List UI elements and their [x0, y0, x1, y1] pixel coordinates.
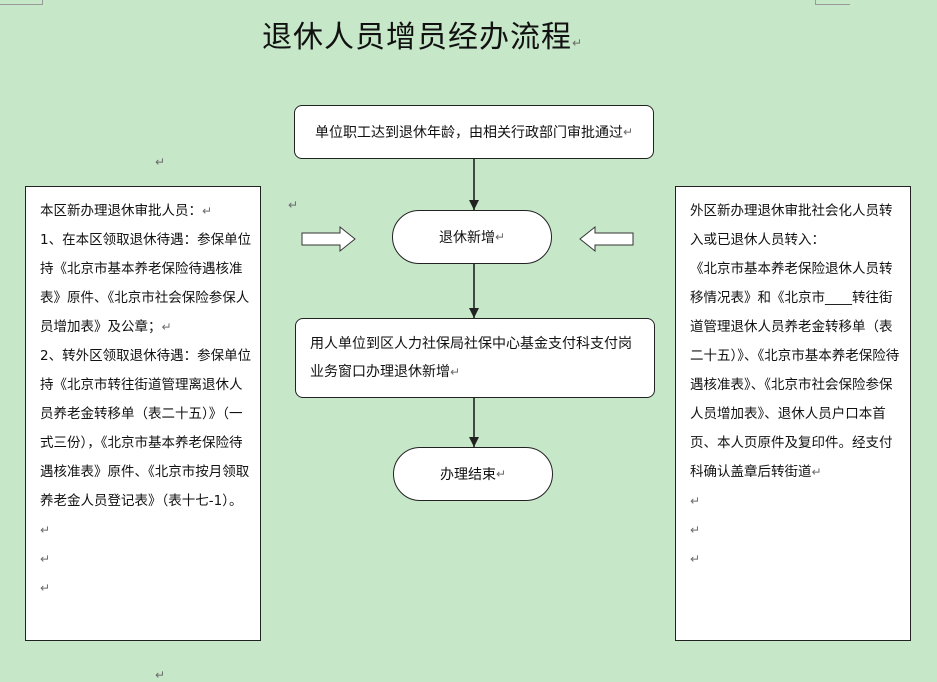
flow-step-3-text: 用人单位到区人力社保局社保中心基金支付科支付岗业务窗口办理退休新增: [310, 336, 632, 380]
flow-step-2-pill: 退休新增↵: [392, 210, 552, 264]
paragraph-mark: ↵: [450, 365, 461, 379]
paragraph-mark: ↵: [572, 36, 584, 50]
page-title: 退休人员增员经办流程↵: [262, 12, 583, 56]
flow-step-4-text: 办理结束: [439, 467, 496, 483]
flow-step-1-text: 单位职工达到退休年龄，由相关行政部门审批通过: [314, 125, 623, 141]
left-info-line: 1、在本区领取退休待遇：参保单位持《北京市基本养老保险待遇核准表》原件、《北京市…: [40, 232, 252, 335]
arrowhead-step2: [469, 200, 479, 210]
paragraph-mark: ↵: [622, 125, 634, 139]
block-arrow-left: [579, 225, 634, 253]
paragraph-mark: ↵: [494, 230, 506, 244]
paragraph-mark: ↵: [155, 668, 166, 682]
left-info-line: 2、转外区领取退休待遇：参保单位持《北京市转往街道管理离退休人员养老金转移单（表…: [40, 348, 252, 537]
arrowhead-step4: [469, 437, 479, 447]
flow-step-4-pill: 办理结束↵: [393, 447, 553, 501]
page-corner-mark-left: [0, 0, 43, 5]
page-corner-mark-right: [815, 0, 850, 5]
flow-step-2-text: 退休新增: [438, 230, 495, 246]
right-info-line: 《北京市基本养老保险退休人员转移情况表》和《北京市____转往街道管理退休人员养…: [690, 261, 900, 480]
right-info-line: 外区新办理退休审批社会化人员转入或已退休人员转入：: [690, 203, 893, 248]
arrowhead-step3: [469, 308, 479, 318]
right-info-box: 外区新办理退休审批社会化人员转入或已退休人员转入： 《北京市基本养老保险退休人员…: [675, 186, 911, 641]
paragraph-mark: ↵: [288, 198, 299, 212]
block-arrow-right: [301, 225, 356, 253]
flow-step-3-box: 用人单位到区人力社保局社保中心基金支付科支付岗业务窗口办理退休新增↵: [295, 318, 655, 398]
right-empty-paragraph: ↵: [690, 523, 701, 537]
paragraph-mark: ↵: [155, 155, 166, 169]
right-empty-paragraph: ↵: [690, 494, 701, 508]
right-empty-paragraph: ↵: [690, 552, 701, 566]
left-info-box: 本区新办理退休审批人员：↵ 1、在本区领取退休待遇：参保单位持《北京市基本养老保…: [25, 186, 261, 641]
title-text: 退休人员增员经办流程: [262, 20, 572, 55]
flow-step-1-box: 单位职工达到退休年龄，由相关行政部门审批通过↵: [294, 105, 654, 159]
paragraph-mark: ↵: [495, 467, 507, 481]
left-info-line: 本区新办理退休审批人员：↵: [40, 203, 213, 219]
left-empty-paragraph: ↵: [40, 552, 51, 566]
left-empty-paragraph: ↵: [40, 581, 51, 595]
